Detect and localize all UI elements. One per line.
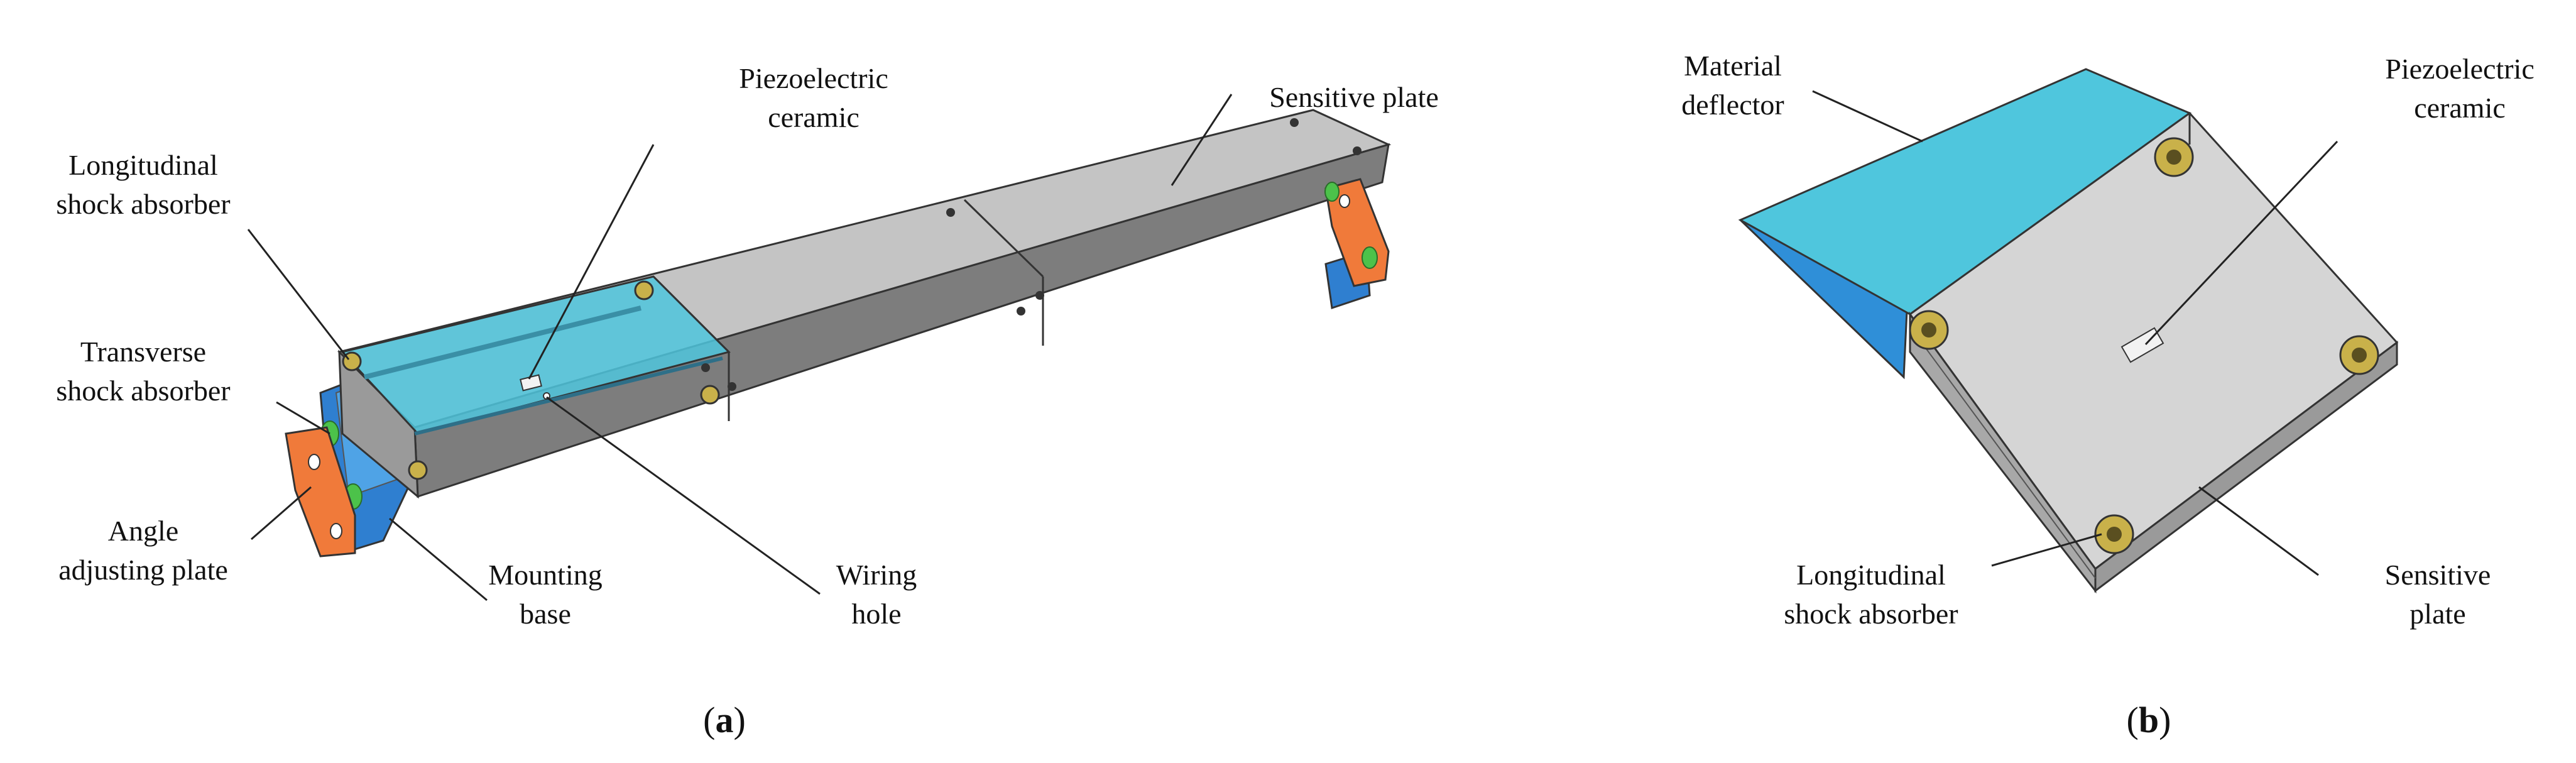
longitudinal-shock-absorber — [408, 460, 428, 480]
transparent-cover — [341, 275, 731, 435]
sensitive-plate-b-front — [2094, 341, 2398, 593]
cover-rail — [364, 305, 641, 380]
label-sensitive-plate-a: Sensitive plate — [1269, 81, 1439, 113]
caption-a: (a) — [703, 700, 746, 740]
caption-b: (b) — [2127, 700, 2171, 740]
right-transverse-absorber — [1324, 182, 1340, 202]
panel-a-drawing — [285, 109, 1392, 557]
longitudinal-shock-absorber-b-inner — [2166, 150, 2181, 165]
adjust-slot — [330, 523, 342, 539]
bolt — [1017, 307, 1025, 316]
bolt — [1353, 146, 1362, 155]
bolt — [701, 363, 710, 372]
longitudinal-shock-absorber-b-inner — [1921, 322, 1936, 338]
bolt — [1290, 118, 1299, 127]
cover-rail-2 — [414, 356, 723, 436]
panel-a-leaders — [247, 94, 1233, 601]
right-transverse-absorber — [1362, 246, 1378, 269]
longitudinal-shock-absorber-b-inner — [2107, 527, 2122, 542]
longitudinal-shock-absorber — [700, 385, 720, 405]
longitudinal-shock-absorber — [634, 280, 654, 300]
adjust-slot — [308, 454, 320, 470]
right-adjust-slot — [1339, 194, 1350, 208]
bolt — [946, 208, 955, 217]
bolt — [728, 382, 736, 391]
plate-b-inner-edge — [1909, 326, 2096, 579]
panel-b-drawing — [1738, 68, 2399, 594]
longitudinal-shock-absorber-b-inner — [2352, 348, 2367, 363]
plate-seam-2 — [963, 199, 1044, 278]
panel-b-leaders — [1812, 90, 2339, 576]
bolt — [1035, 291, 1044, 300]
